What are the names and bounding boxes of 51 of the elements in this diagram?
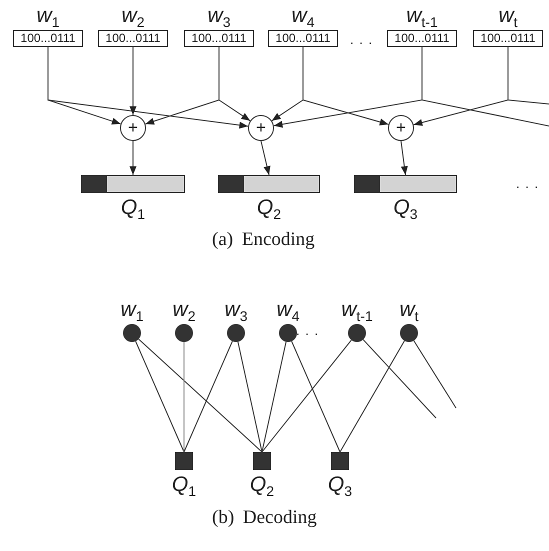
- variable-label: w$_{t}$: [497, 3, 519, 30]
- subfigure-caption: (b) Decoding: [212, 507, 317, 529]
- ellipsis: . . .: [516, 176, 540, 191]
- ellipsis: . . .: [296, 323, 320, 338]
- variable-label: w$_{2}$: [172, 297, 196, 324]
- queue-label: Q$_{1}$: [170, 472, 198, 500]
- connector-line: [135, 340, 184, 452]
- connector-line: [413, 340, 456, 408]
- connector-line: [237, 341, 262, 452]
- variable-label: w$_{4}$: [276, 297, 300, 324]
- bit-string-box: 100...0111: [98, 30, 168, 47]
- connector-line: [262, 340, 352, 452]
- connector-line: [340, 340, 405, 452]
- bit-string-box: 100...0111: [184, 30, 254, 47]
- variable-label: w$_{3}$: [224, 297, 248, 324]
- connector-line: [138, 338, 262, 452]
- queue-label: Q$_{1}$: [120, 195, 146, 223]
- bit-string-box: 100...0111: [13, 30, 83, 47]
- queue-label: Q$_{3}$: [392, 195, 419, 223]
- variable-label: w$_{3}$: [206, 3, 232, 30]
- arrow: [400, 140, 408, 176]
- queue-label: Q$_{2}$: [248, 472, 276, 500]
- bit-string-box: 100...0111: [387, 30, 457, 47]
- subfigure-caption: (a) Encoding: [212, 229, 315, 251]
- connector-line: [184, 340, 233, 452]
- adder-circle: +: [388, 115, 414, 141]
- connector-line: [291, 340, 340, 452]
- adder-circle: +: [120, 115, 146, 141]
- connector-line: [262, 341, 287, 452]
- variable-label: w$_{1}$: [120, 297, 144, 324]
- arrow: [218, 46, 251, 122]
- ellipsis: . . .: [350, 32, 374, 47]
- variable-label: w$_{t}$: [398, 297, 420, 324]
- bit-string-box: 100...0111: [473, 30, 543, 47]
- connector-line: [362, 339, 436, 418]
- bit-string-box: 100...0111: [268, 30, 338, 47]
- variable-label: w$_{2}$: [120, 3, 146, 30]
- variable-label: w$_{t-1}$: [405, 3, 439, 30]
- queue-label: Q$_{2}$: [256, 195, 282, 223]
- arrow: [130, 140, 136, 176]
- variable-label: w$_{1}$: [36, 3, 60, 30]
- variable-label: w$_{t-1}$: [340, 297, 374, 324]
- arrow: [302, 46, 389, 126]
- arrow: [130, 46, 136, 116]
- arrow: [260, 140, 270, 176]
- connector-line: [422, 46, 549, 126]
- adder-circle: +: [248, 115, 274, 141]
- arrow: [48, 46, 249, 129]
- variable-label: w$_{4}$: [290, 3, 316, 30]
- connector-line: [508, 46, 549, 104]
- queue-label: Q$_{3}$: [326, 472, 354, 500]
